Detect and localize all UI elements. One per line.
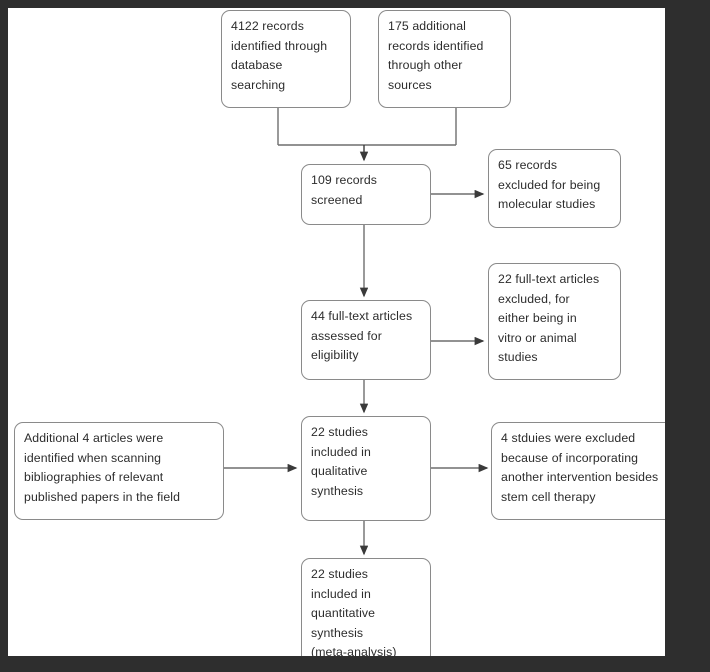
node-full-text-excluded: 22 full-text articles excluded, for eith… — [488, 263, 621, 380]
node-additional-articles-bibliographies: Additional 4 articles were identified wh… — [14, 422, 224, 520]
node-records-screened: 109 records screened — [301, 164, 431, 225]
diagram-canvas: 4122 records identified through database… — [8, 8, 665, 656]
node-full-text-assessed: 44 full-text articles assessed for eligi… — [301, 300, 431, 380]
node-records-identified-database: 4122 records identified through database… — [221, 10, 351, 108]
node-records-excluded-molecular: 65 records excluded for being molecular … — [488, 149, 621, 228]
connector-layer — [224, 108, 489, 556]
node-records-identified-other-sources: 175 additional records identified throug… — [378, 10, 511, 108]
connector-top-merge — [277, 108, 457, 146]
node-studies-quantitative: 22 studies included in quantitative synt… — [301, 558, 431, 656]
node-studies-qualitative: 22 studies included in qualitative synth… — [301, 416, 431, 521]
node-studies-excluded-other-intervention: 4 stduies were excluded because of incor… — [491, 422, 665, 520]
